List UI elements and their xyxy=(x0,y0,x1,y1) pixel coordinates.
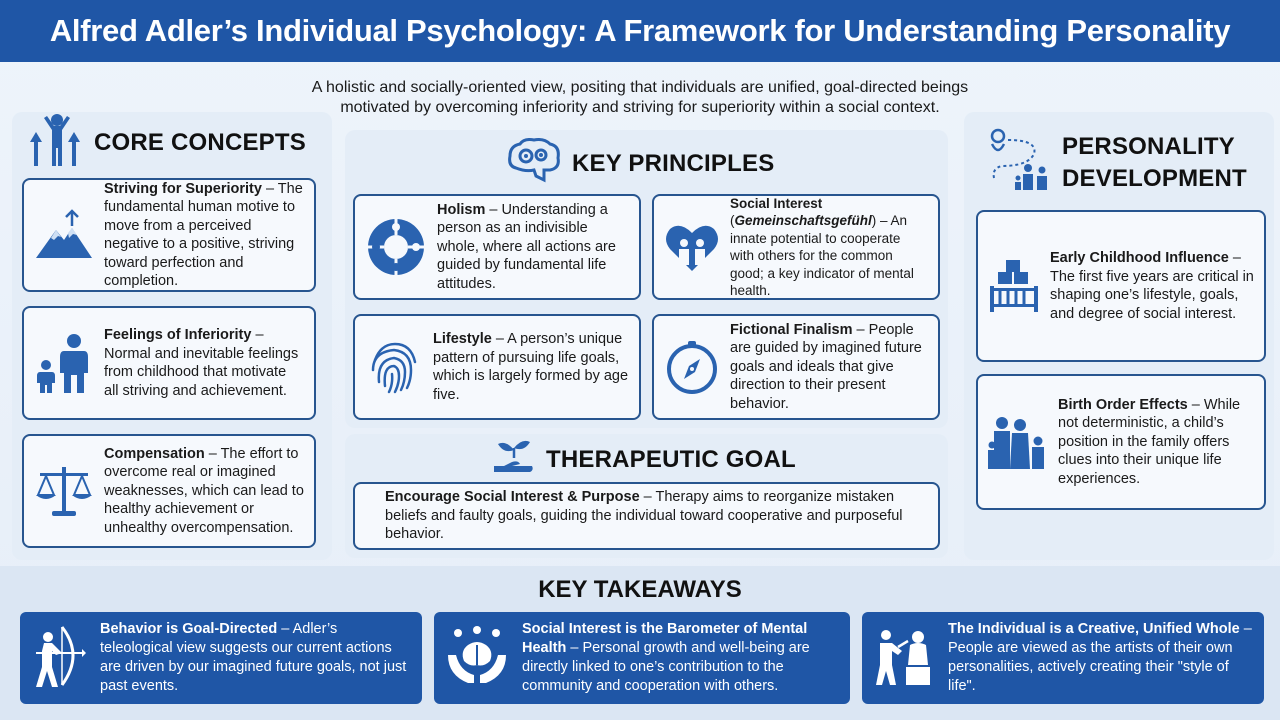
family-icon xyxy=(988,413,1048,471)
therapeutic-goal-term: Encourage Social Interest & Purpose xyxy=(385,489,640,506)
principle-term: Fictional Finalism xyxy=(730,321,853,338)
core-concepts-header: CORE CONCEPTS xyxy=(30,112,306,173)
principle-card: Social Interest(Gemeinschaftsgefühl) – A… xyxy=(652,194,940,300)
subtitle-line-2: motivated by overcoming inferiority and … xyxy=(340,99,940,116)
adult-child-icon xyxy=(34,331,94,395)
concept-term: Striving for Superiority xyxy=(104,180,262,197)
principle-desc: – A person’s unique pattern of pursuing … xyxy=(433,331,629,403)
puzzle-circle-icon xyxy=(365,216,427,278)
takeaway-card: Behavior is Goal-Directed – Adler’s tele… xyxy=(20,612,422,704)
takeaway-term: Social Interest is the Barometer of Ment… xyxy=(522,621,808,656)
takeaway-term: Behavior is Goal-Directed xyxy=(100,621,278,637)
concept-desc: – The effort to overcome real or imagine… xyxy=(104,445,304,536)
principle-desc: – Understanding a person as an indivisib… xyxy=(437,201,616,292)
core-concepts-title: CORE CONCEPTS xyxy=(94,128,306,156)
compass-icon xyxy=(664,339,720,395)
header-bar: Alfred Adler’s Individual Psychology: A … xyxy=(0,0,1280,62)
page-subtitle: A holistic and socially-oriented view, p… xyxy=(240,78,1040,118)
hand-sprout-icon xyxy=(492,438,536,481)
therapeutic-goal-desc: – Therapy aims to reorganize mistaken be… xyxy=(385,489,903,543)
takeaway-card: The Individual is a Creative, Unified Wh… xyxy=(862,612,1264,704)
brain-hands-icon xyxy=(446,625,508,692)
development-card: Early Childhood Influence – The first fi… xyxy=(976,210,1266,362)
development-desc: – While not deterministic, a child’s pos… xyxy=(1058,396,1241,487)
people-growth-icon xyxy=(30,112,84,173)
concept-term: Feelings of Inferiority xyxy=(104,327,252,343)
sculptor-icon xyxy=(874,625,934,692)
concept-desc: – Normal and inevitable feelings from ch… xyxy=(104,327,299,399)
subtitle-line-1: A holistic and socially-oriented view, p… xyxy=(311,79,969,96)
principle-term: Lifestyle xyxy=(433,331,492,347)
concept-desc: – The fundamental human motive to move f… xyxy=(104,180,303,290)
principle-card: Lifestyle – A person’s unique pattern of… xyxy=(353,314,641,420)
personality-development-header: PERSONALITY DEVELOPMENT xyxy=(988,128,1247,197)
key-principles-header: KEY PRINCIPLES xyxy=(506,138,774,189)
development-card: Birth Order Effects – While not determin… xyxy=(976,374,1266,510)
balance-scale-icon xyxy=(34,463,94,519)
principle-card: Fictional Finalism – People are guided b… xyxy=(652,314,940,420)
principle-desc: – People are guided by imagined future g… xyxy=(730,321,922,412)
baby-to-family-icon xyxy=(988,128,1052,197)
core-concept-card: Feelings of Inferiority – Normal and ine… xyxy=(22,306,316,420)
takeaway-desc: – Personal growth and well-being are dir… xyxy=(522,640,810,694)
takeaway-desc: – People are viewed as the artists of th… xyxy=(948,621,1252,694)
principle-desc: – An innate potential to cooperate with … xyxy=(730,213,914,298)
core-concept-card: Compensation – The effort to overcome re… xyxy=(22,434,316,548)
takeaway-card: Social Interest is the Barometer of Ment… xyxy=(434,612,850,704)
page-title: Alfred Adler’s Individual Psychology: A … xyxy=(49,13,1231,48)
principle-term: Social Interest xyxy=(730,195,823,211)
mountain-peak-icon xyxy=(34,208,94,262)
key-principles-title: KEY PRINCIPLES xyxy=(572,149,775,177)
key-takeaways-title: KEY TAKEAWAYS xyxy=(538,576,742,603)
principle-term-german: Gemeinschaftsgefühl xyxy=(734,213,872,228)
brain-gears-icon xyxy=(506,138,562,189)
therapeutic-goal-header: THERAPEUTIC GOAL xyxy=(492,438,796,481)
personality-development-title-1: PERSONALITY xyxy=(1062,132,1235,160)
therapeutic-goal-title: THERAPEUTIC GOAL xyxy=(546,445,796,473)
concept-term: Compensation xyxy=(104,445,205,462)
core-concept-card: Striving for Superiority – The fundament… xyxy=(22,178,316,292)
takeaway-term: The Individual is a Creative, Unified Wh… xyxy=(948,621,1240,637)
fingerprint-icon xyxy=(365,338,423,396)
therapeutic-goal-card: Encourage Social Interest & Purpose – Th… xyxy=(353,482,940,550)
personality-development-title-2: DEVELOPMENT xyxy=(1062,164,1247,192)
principle-card: Holism – Understanding a person as an in… xyxy=(353,194,641,300)
archer-icon xyxy=(32,623,86,694)
takeaway-desc: – Adler’s teleological view suggests our… xyxy=(100,621,407,694)
crib-blocks-icon xyxy=(988,258,1040,314)
principle-term: Holism xyxy=(437,201,486,218)
development-term: Early Childhood Influence xyxy=(1050,250,1229,266)
development-term: Birth Order Effects xyxy=(1058,396,1188,413)
development-desc: – The first five years are critical in s… xyxy=(1050,250,1254,322)
heart-people-icon xyxy=(664,219,720,275)
